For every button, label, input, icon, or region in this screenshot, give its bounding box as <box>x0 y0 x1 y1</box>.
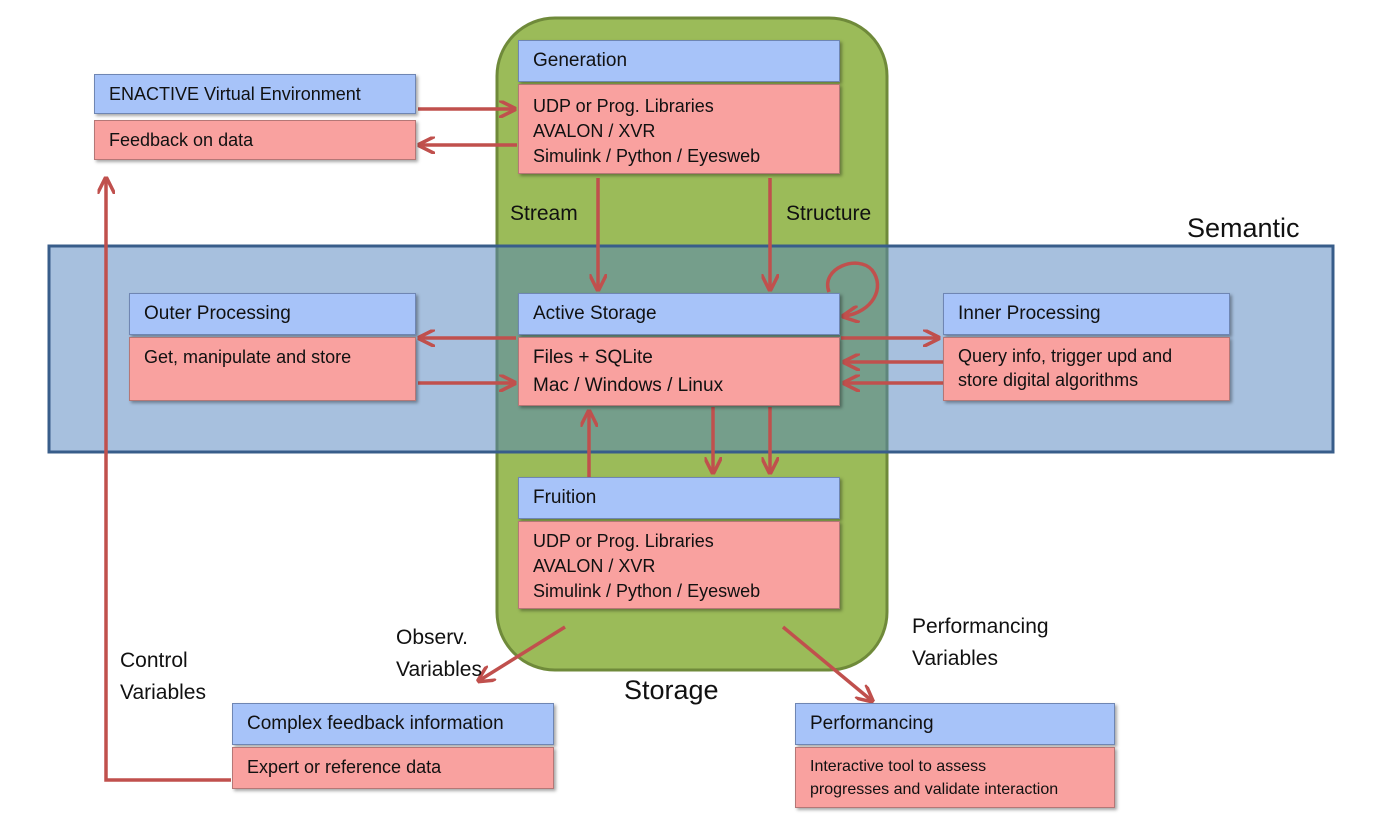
performancing-title: Performancing <box>810 713 934 734</box>
observ-variables-label-1: Observ. <box>396 626 468 649</box>
structure-label: Structure <box>786 202 872 225</box>
stream-label: Stream <box>510 202 578 225</box>
arrow-control-variables <box>106 180 231 782</box>
performancing-header: Performancing <box>795 703 1115 745</box>
storage-label: Storage <box>624 675 719 705</box>
inner-processing-header: Inner Processing <box>943 293 1230 335</box>
inner-processing-title: Inner Processing <box>958 303 1101 324</box>
enactive-header: ENACTIVE Virtual Environment <box>94 74 416 114</box>
inner-processing-line-1: Query info, trigger upd and <box>958 346 1173 366</box>
generation-line-3: Simulink / Python / Eyesweb <box>533 146 761 166</box>
enactive-body: Feedback on data <box>94 120 416 160</box>
performancing-line-1: Interactive tool to assess <box>810 758 987 775</box>
active-storage-title: Active Storage <box>533 303 657 324</box>
generation-line-1: UDP or Prog. Libraries <box>533 96 714 116</box>
active-storage-line-1: Files + SQLite <box>533 347 653 368</box>
complex-feedback-body: Expert or reference data <box>232 747 554 789</box>
generation-body: UDP or Prog. Libraries AVALON / XVR Simu… <box>518 84 840 174</box>
performancing-variables-label-2: Variables <box>912 647 998 670</box>
generation-title: Generation <box>533 50 628 71</box>
inner-processing-body: Query info, trigger upd and store digita… <box>943 337 1230 401</box>
active-storage-line-2: Mac / Windows / Linux <box>533 375 724 396</box>
arrow-self-loop <box>825 261 880 316</box>
outer-processing-body: Get, manipulate and store <box>129 337 416 401</box>
inner-processing-line-2: store digital algorithms <box>958 370 1139 390</box>
enactive-title: ENACTIVE Virtual Environment <box>109 83 361 104</box>
complex-feedback-title: Complex feedback information <box>247 713 504 734</box>
observ-variables-label-2: Variables <box>396 658 482 681</box>
fruition-body: UDP or Prog. Libraries AVALON / XVR Simu… <box>518 521 840 609</box>
performancing-variables-label-1: Performancing <box>912 615 1049 638</box>
outer-processing-title: Outer Processing <box>144 303 291 324</box>
fruition-line-2: AVALON / XVR <box>533 556 656 576</box>
arrow-performancing-variables <box>781 625 871 700</box>
semantic-label: Semantic <box>1187 213 1300 243</box>
active-storage-header: Active Storage <box>518 293 840 335</box>
performancing-line-2: progresses and validate interaction <box>810 781 1059 798</box>
performancing-body: Interactive tool to assess progresses an… <box>795 747 1115 808</box>
active-storage-body: Files + SQLite Mac / Windows / Linux <box>518 337 840 406</box>
fruition-line-3: Simulink / Python / Eyesweb <box>533 581 761 601</box>
control-variables-label-2: Variables <box>120 681 206 704</box>
complex-feedback-text: Expert or reference data <box>247 757 442 777</box>
fruition-title: Fruition <box>533 487 597 508</box>
arrow-observ-variables <box>480 625 566 680</box>
enactive-body-text: Feedback on data <box>109 130 254 150</box>
fruition-line-1: UDP or Prog. Libraries <box>533 531 714 551</box>
fruition-header: Fruition <box>518 477 840 519</box>
generation-header: Generation <box>518 40 840 82</box>
outer-processing-text: Get, manipulate and store <box>144 347 352 367</box>
generation-line-2: AVALON / XVR <box>533 121 656 141</box>
outer-processing-header: Outer Processing <box>129 293 416 335</box>
complex-feedback-header: Complex feedback information <box>232 703 554 745</box>
control-variables-label-1: Control <box>120 649 188 672</box>
